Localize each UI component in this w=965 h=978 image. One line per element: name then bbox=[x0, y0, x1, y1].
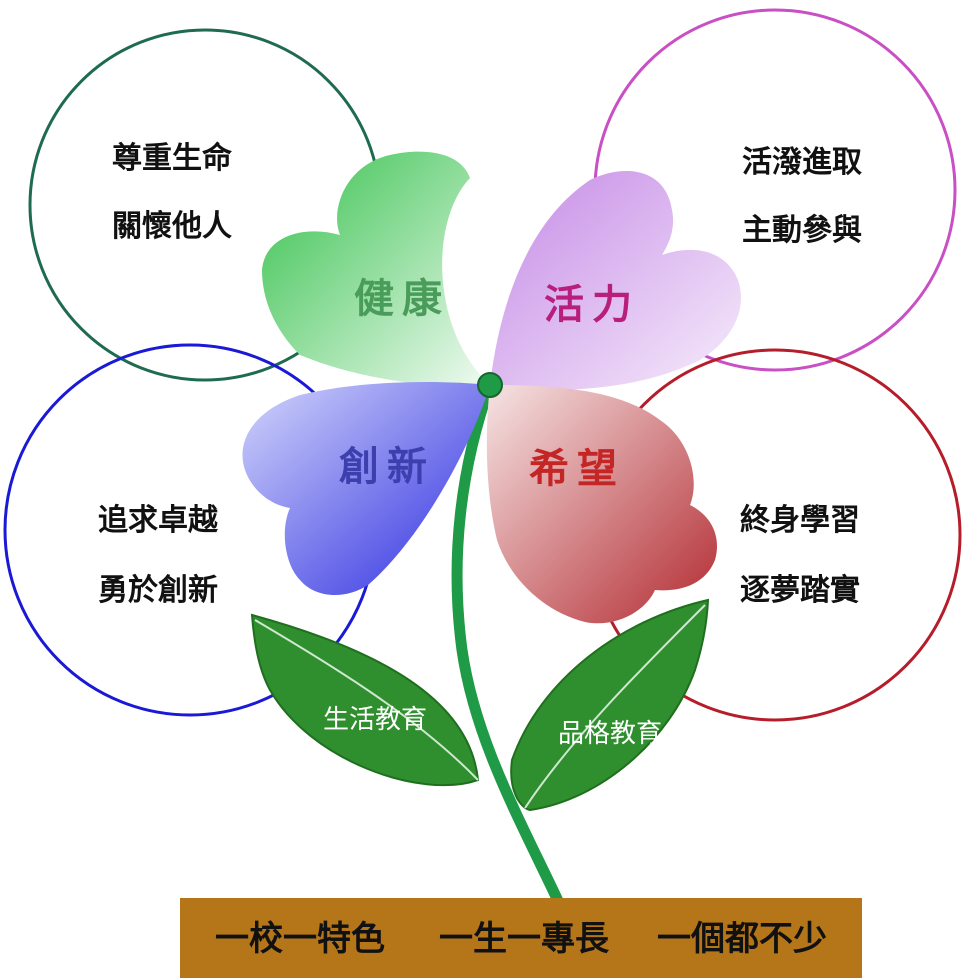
petals-group bbox=[242, 151, 741, 624]
leaves-group bbox=[250, 598, 710, 812]
innovation-line-1: 追求卓越 bbox=[98, 503, 219, 538]
footer-texts: 一校一特色 一生一專長 一個都不少 bbox=[215, 919, 827, 959]
footer-item-2: 一生一專長 bbox=[439, 919, 610, 959]
vitality-line-1: 活潑進取 bbox=[742, 145, 862, 180]
petal-innovation bbox=[242, 382, 490, 596]
petal-label-vitality: 活力 bbox=[544, 282, 640, 328]
health-line-2: 關懷他人 bbox=[112, 209, 232, 244]
footer-item-3: 一個都不少 bbox=[657, 919, 827, 959]
flower-stem bbox=[451, 379, 566, 911]
leaf-left bbox=[250, 613, 480, 787]
petal-label-health: 健康 bbox=[354, 276, 450, 322]
leaf-label-character-education: 品格教育 bbox=[558, 719, 662, 749]
petal-vitality bbox=[490, 171, 741, 390]
hope-line-2: 逐夢踏實 bbox=[740, 573, 860, 608]
flower-center bbox=[477, 372, 503, 398]
petal-health bbox=[262, 151, 490, 387]
vitality-line-2: 主動參與 bbox=[742, 213, 862, 248]
circles-group bbox=[3, 8, 962, 722]
petal-label-hope: 希望 bbox=[529, 446, 625, 492]
leaf-left-vein bbox=[254, 619, 479, 781]
petal-label-innovation: 創新 bbox=[339, 444, 435, 490]
leaf-label-life-education: 生活教育 bbox=[323, 705, 427, 735]
footer-item-1: 一校一特色 bbox=[215, 919, 385, 959]
leaf-right-vein bbox=[524, 604, 706, 809]
leaf-labels: 生活教育 品格教育 bbox=[323, 705, 662, 749]
petal-labels: 健康 活力 創新 希望 bbox=[339, 276, 640, 492]
hope-line-1: 終身學習 bbox=[740, 503, 860, 538]
circle-texts: 尊重生命 關懷他人 活潑進取 主動參與 追求卓越 勇於創新 終身學習 逐夢踏實 bbox=[98, 141, 862, 608]
health-line-1: 尊重生命 bbox=[112, 141, 233, 176]
petal-hope bbox=[486, 385, 718, 624]
footer-bar bbox=[180, 898, 862, 978]
innovation-line-2: 勇於創新 bbox=[98, 573, 218, 608]
